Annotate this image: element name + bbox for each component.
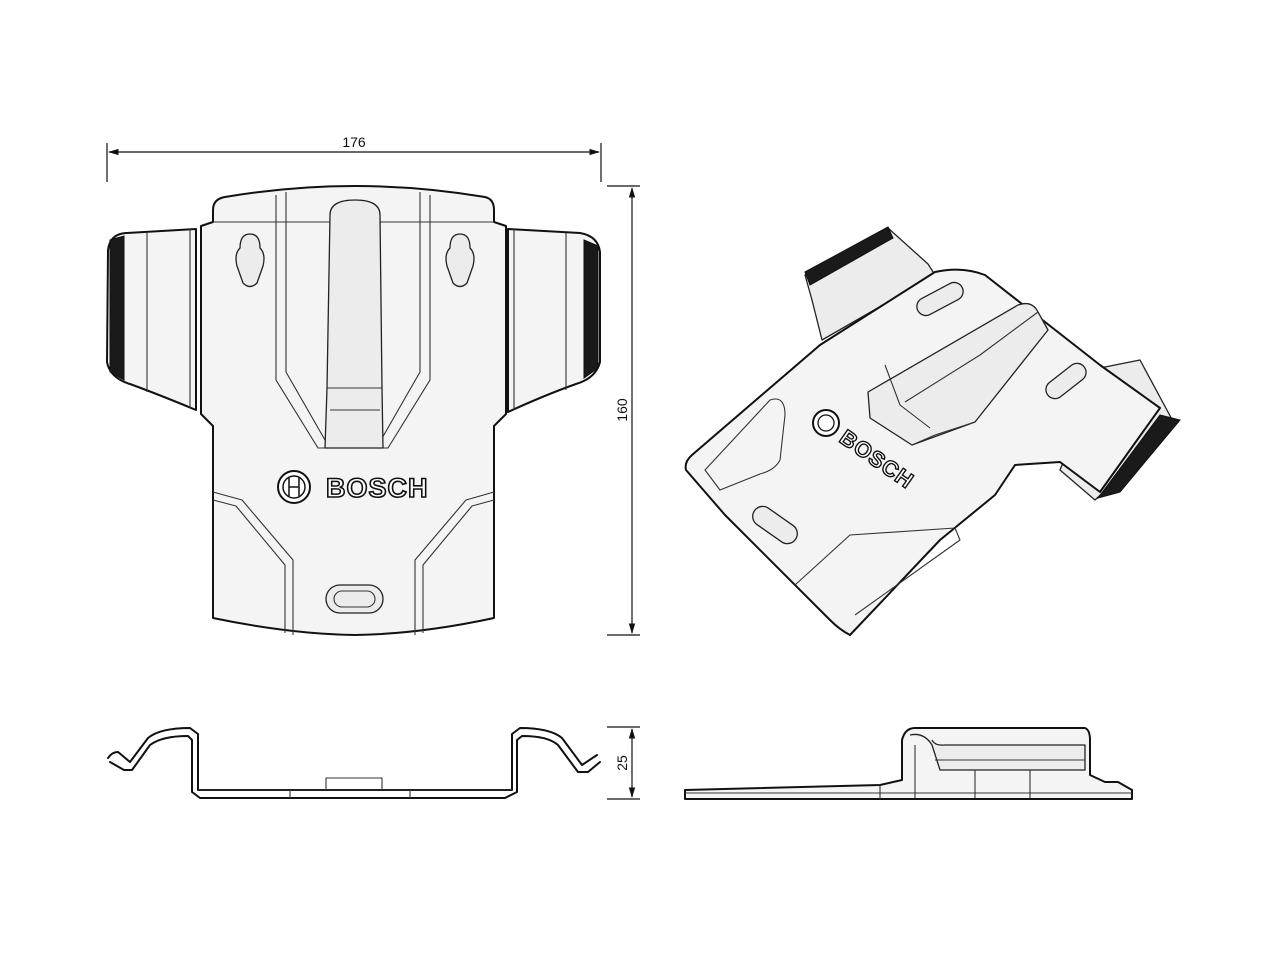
keyhole-slot-right — [445, 233, 475, 288]
right-wing — [507, 228, 601, 413]
width-dimension: 176 — [106, 134, 602, 182]
front-view: BOSCH — [106, 185, 601, 636]
isometric-view: BOSCH — [684, 226, 1181, 636]
depth-dimension: 25 — [607, 726, 640, 800]
iso-slot-2 — [1045, 362, 1087, 400]
iso-slot-1 — [916, 281, 964, 317]
bosch-logo-front: BOSCH — [277, 470, 429, 504]
width-label: 176 — [342, 134, 366, 150]
depth-label: 25 — [614, 755, 630, 771]
bottom-slot — [325, 584, 384, 614]
keyhole-slot-left — [235, 233, 265, 288]
height-dimension: 160 — [607, 185, 640, 636]
central-rib — [324, 199, 384, 449]
iso-slot-3 — [752, 505, 798, 545]
brand-logo-text: BOSCH — [326, 473, 429, 503]
side-view-lateral — [684, 727, 1133, 800]
side-view-front — [107, 727, 601, 799]
height-label: 160 — [614, 398, 630, 422]
left-wing — [106, 228, 197, 411]
iso-main-plate — [684, 268, 1161, 636]
